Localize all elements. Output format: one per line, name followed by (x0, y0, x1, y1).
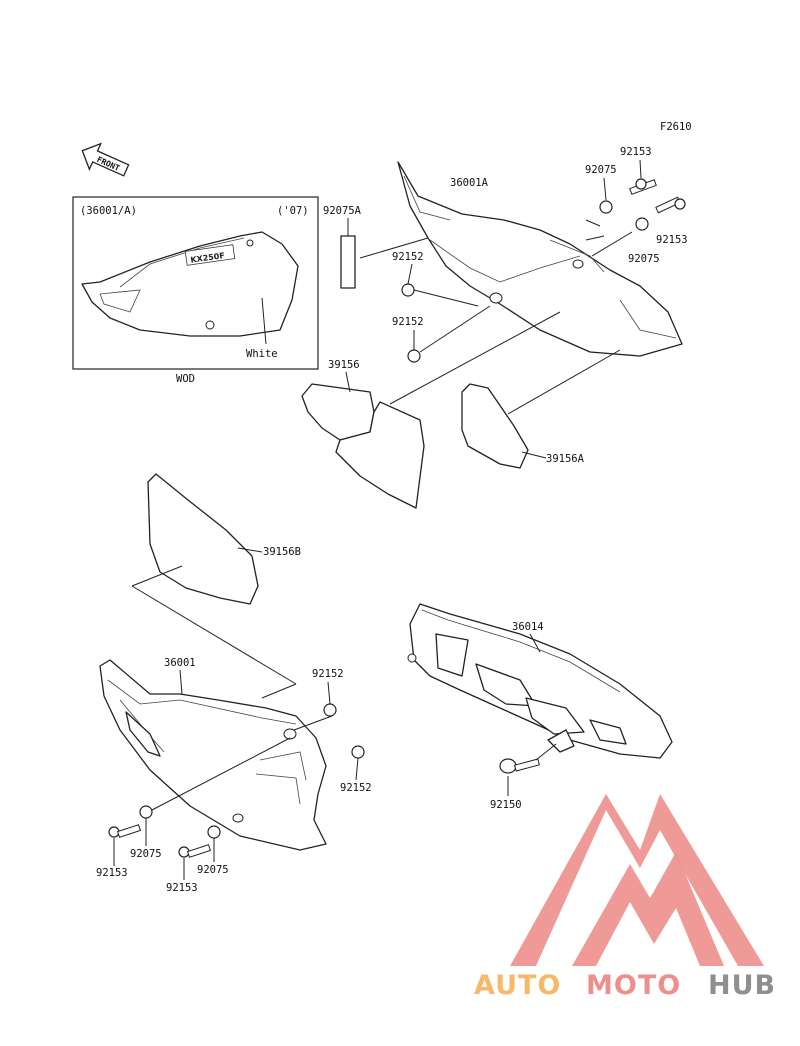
label-36001: 36001 (164, 657, 196, 669)
label-92153-right: 92153 (656, 234, 688, 246)
label-92150: 92150 (490, 799, 522, 811)
inset-year-label: ('07) (277, 205, 309, 217)
hardware-lower (108, 703, 365, 858)
label-39156A: 39156A (546, 453, 585, 465)
front-arrow-icon: FRONT (81, 142, 130, 177)
label-39156: 39156 (328, 359, 360, 371)
watermark-word-auto: AUTO (474, 970, 561, 1001)
label-92075-low1: 92075 (130, 848, 162, 860)
label-92153-top: 92153 (620, 146, 652, 158)
watermark-word-moto: MOTO (586, 970, 681, 1001)
part-36001 (99, 659, 327, 851)
label-92152-low2: 92152 (340, 782, 372, 794)
inset-color-label: White (246, 348, 278, 360)
label-39156B: 39156B (263, 546, 301, 558)
label-92153-low1: 92153 (96, 867, 128, 879)
part-39156A (461, 383, 529, 469)
label-92075-top: 92075 (585, 164, 617, 176)
label-92075A: 92075A (323, 205, 362, 217)
part-36014 (407, 603, 673, 759)
inset-ref-label: (36001/A) (80, 205, 137, 217)
inset-side-cover (81, 231, 299, 337)
label-92075-low2: 92075 (197, 864, 229, 876)
part-39156 (301, 383, 425, 509)
label-92152-low1: 92152 (312, 668, 344, 680)
label-36001A: 36001A (450, 177, 489, 189)
label-36014: 36014 (512, 621, 544, 633)
watermark-word-hub: HUB (708, 970, 776, 1001)
automotohub-logo-icon (510, 794, 764, 966)
inset-frame (72, 196, 319, 370)
watermark-text: AUTO MOTO HUB (474, 970, 776, 1001)
label-92152-top: 92152 (392, 251, 424, 263)
label-92075-right: 92075 (628, 253, 660, 265)
wod-inset: (36001/A) ('07) KX250F White WOD (72, 196, 319, 385)
figure-code: F2610 (660, 121, 692, 133)
label-92152-mid: 92152 (392, 316, 424, 328)
label-92153-low2: 92153 (166, 882, 198, 894)
part-36001A (397, 161, 683, 357)
part-39156B (147, 473, 259, 605)
inset-caption: WOD (176, 373, 195, 385)
part-92075A-strip (340, 235, 356, 289)
part-92150 (499, 758, 540, 774)
hardware-upper (401, 178, 686, 363)
